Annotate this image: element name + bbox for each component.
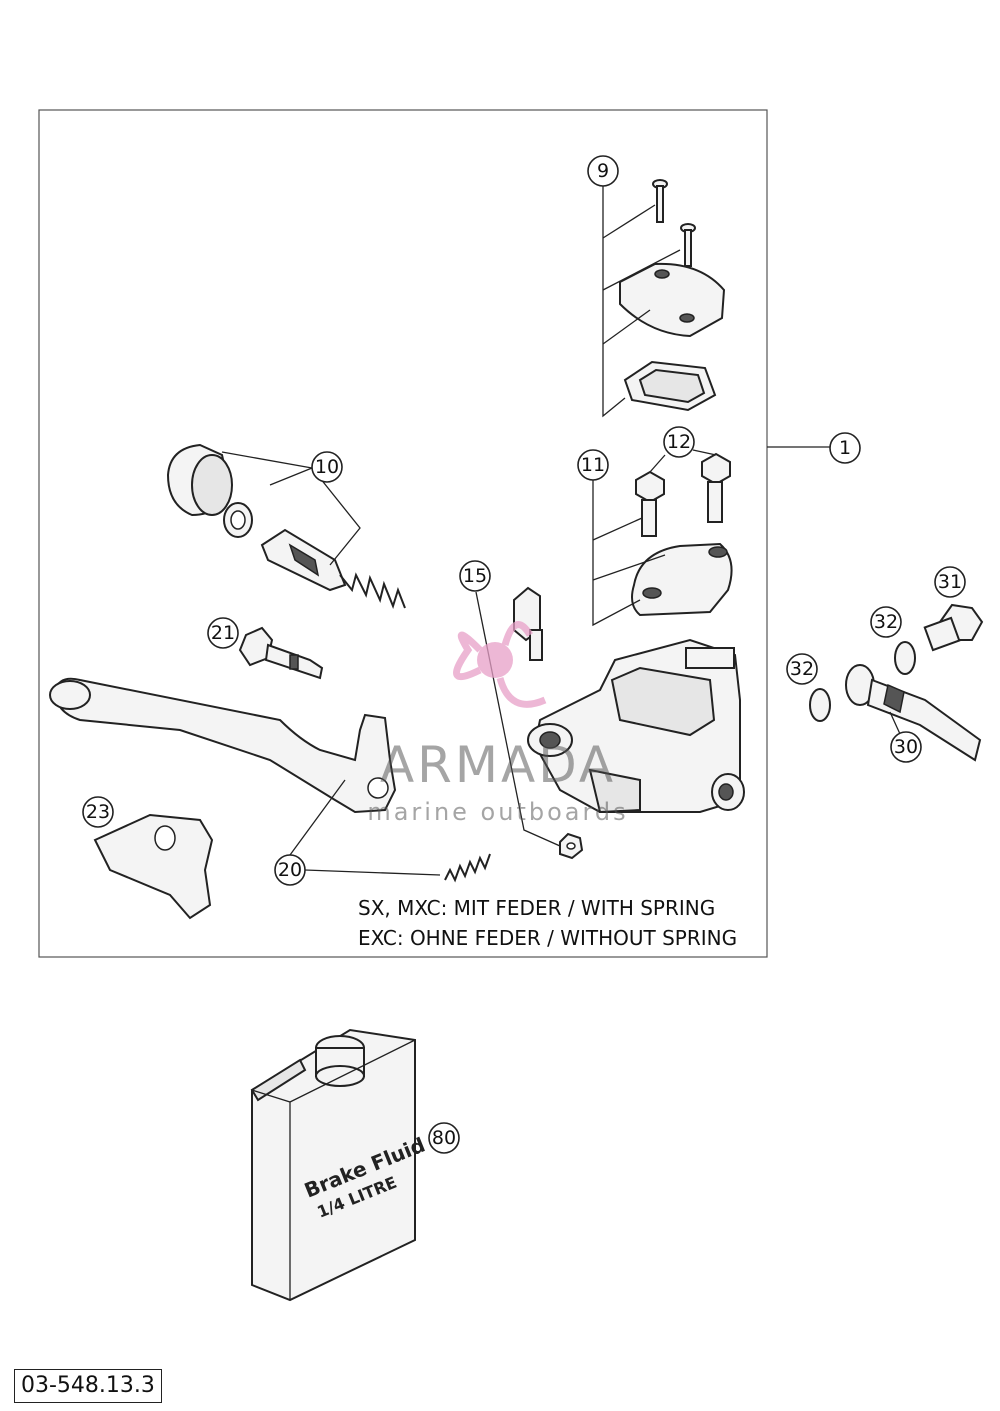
svg-text:9: 9 — [597, 160, 609, 182]
part-15-pivot-bolt — [513, 586, 584, 860]
part-80-brake-fluid-bottle: Brake Fluid 1/4 LITRE — [250, 1028, 428, 1302]
assembly-frame — [38, 109, 768, 958]
watermark-brand: ARMADA — [380, 736, 616, 794]
callout-9: 9 — [587, 155, 619, 187]
part-9-reservoir-cover — [619, 179, 726, 412]
reservoir-cover — [619, 262, 726, 338]
callout-12: 12 — [663, 426, 695, 458]
watermark: ARMADA marine outboards — [367, 621, 628, 826]
svg-text:1: 1 — [839, 437, 851, 459]
reference-code: 03-548.13.3 — [14, 1369, 162, 1403]
callout-15: 15 — [459, 560, 491, 592]
cover-screw-2 — [680, 223, 696, 267]
part-10-piston-kit — [166, 443, 406, 609]
svg-text:23: 23 — [86, 801, 110, 823]
part-12-clamp-bolts — [635, 452, 731, 537]
armada-logo-icon — [453, 621, 547, 708]
cover-screw-1 — [652, 179, 668, 223]
part-21-adjuster — [238, 626, 324, 680]
svg-text:11: 11 — [581, 454, 605, 476]
callout-32b: 32 — [786, 653, 818, 685]
svg-text:10: 10 — [315, 456, 339, 478]
note-without-spring: EXC: OHNE FEDER / WITHOUT SPRING — [358, 926, 737, 950]
svg-text:30: 30 — [894, 736, 918, 758]
note-with-spring: SX, MXC: MIT FEDER / WITH SPRING — [358, 896, 715, 920]
svg-text:32: 32 — [874, 611, 898, 633]
part-23-lever-cover — [93, 813, 214, 920]
callout-11: 11 — [577, 449, 609, 481]
svg-text:31: 31 — [938, 571, 962, 593]
brake-lever — [49, 677, 397, 814]
svg-text:12: 12 — [667, 431, 691, 453]
svg-text:21: 21 — [211, 622, 235, 644]
callout-80: 80 — [428, 1122, 460, 1154]
callout-20: 20 — [274, 854, 306, 886]
brake-line-assembly — [809, 603, 984, 762]
callout-30: 30 — [890, 731, 922, 763]
part-20-spring — [444, 853, 491, 883]
callout-31: 31 — [934, 566, 966, 598]
part-1-master-cylinder — [527, 638, 745, 814]
svg-text:15: 15 — [463, 565, 487, 587]
callout-23: 23 — [82, 796, 114, 828]
callout-10: 10 — [311, 451, 343, 483]
watermark-tagline: marine outboards — [367, 798, 628, 826]
svg-text:20: 20 — [278, 859, 302, 881]
callout-1: 1 — [829, 432, 861, 464]
svg-text:32: 32 — [790, 658, 814, 680]
callout-21: 21 — [207, 617, 239, 649]
svg-text:80: 80 — [432, 1127, 456, 1149]
callout-32a: 32 — [870, 606, 902, 638]
